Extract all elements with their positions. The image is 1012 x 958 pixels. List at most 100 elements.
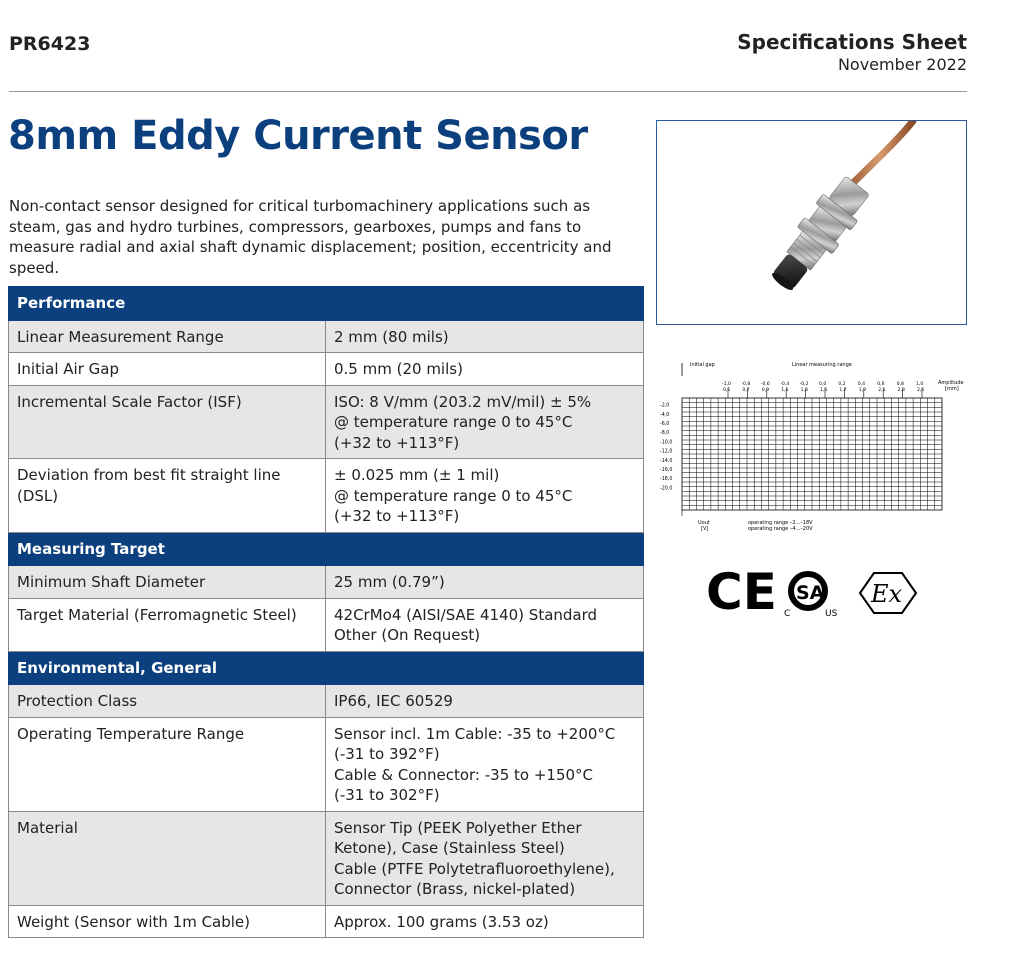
amplitude-tick-label: -0,2 [800, 381, 809, 387]
spec-label: Operating Temperature Range [8, 716, 326, 812]
spec-value-line: (-31 to 392°F) [334, 745, 440, 763]
table-row: Minimum Shaft Diameter 25 mm (0.79”) [8, 565, 644, 599]
spec-value: IP66, IEC 60529 [325, 684, 644, 718]
spec-label: Target Material (Ferromagnetic Steel) [8, 597, 326, 652]
uout-tick-label: -8,0 [660, 430, 669, 436]
spec-label: Initial Air Gap [8, 352, 326, 386]
table-row: Operating Temperature Range Sensor incl.… [8, 716, 644, 812]
spec-label: Deviation from best fit straight line (D… [8, 458, 326, 533]
amplitude-tick-label: 0,4 [858, 381, 865, 387]
spec-label: Minimum Shaft Diameter [8, 565, 326, 599]
product-photo [656, 117, 967, 325]
document-header: Specifications Sheet November 2022 [737, 30, 967, 74]
spec-value: ± 0.025 mm (± 1 mil) @ temperature range… [325, 458, 644, 533]
spec-label: Material [8, 810, 326, 906]
amplitude-tick-label: 0,8 [897, 381, 904, 387]
amplitude-tick-label: 0,6 [877, 381, 884, 387]
spec-value-line: Sensor Tip (PEEK Polyether Ether [334, 818, 582, 837]
amplitude-tick-label: -0,4 [780, 381, 789, 387]
spec-value-line: 2 mm (80 mils) [334, 327, 449, 346]
spec-value: 42CrMo4 (AISI/SAE 4140) Standard Other (… [325, 597, 644, 652]
sensor-image [772, 117, 917, 291]
uout-tick-label: -2,0 [660, 403, 669, 409]
spec-value: ISO: 8 V/mm (203.2 mV/mil) ± 5% @ temper… [325, 384, 644, 459]
spec-label: Protection Class [8, 684, 326, 718]
amplitude-tick-label: 0,2 [838, 381, 845, 387]
uout-tick-label: -20,0 [660, 485, 672, 491]
section-header-performance: Performance [8, 286, 644, 321]
spec-value-line: 42CrMo4 (AISI/SAE 4140) Standard [334, 605, 598, 624]
spec-value: Sensor Tip (PEEK Polyether Ether Ketone)… [325, 810, 644, 906]
spec-value-line: Connector (Brass, nickel-plated) [334, 880, 576, 898]
amplitude-tick-label: -1,0 [722, 381, 731, 387]
amplitude-tick-label: -0,8 [741, 381, 750, 387]
table-row: Deviation from best fit straight line (D… [8, 458, 644, 533]
uout-label: Uout [698, 520, 710, 526]
certification-logos: CE SA C US Ex [706, 565, 918, 621]
uout-tick-label: -10,0 [660, 439, 672, 445]
ce-mark-icon: CE [706, 565, 777, 621]
header-divider [9, 91, 967, 92]
spec-value-line: (+32 to +113°F) [334, 433, 460, 452]
spec-label: Linear Measurement Range [8, 319, 326, 353]
spec-value: Sensor incl. 1m Cable: -35 to +200°C (-3… [325, 716, 644, 812]
table-row: Incremental Scale Factor (ISF) ISO: 8 V/… [8, 384, 644, 459]
spec-label: Incremental Scale Factor (ISF) [8, 384, 326, 459]
product-description: Non-contact sensor designed for critical… [9, 197, 612, 277]
gap-tick-label: 1,9 [859, 387, 866, 393]
gap-tick-label: 1,1 [781, 387, 788, 393]
spec-value: 2 mm (80 mils) [325, 319, 644, 353]
spec-value: 25 mm (0.79”) [325, 565, 644, 599]
spec-value-line: ± 0.025 mm (± 1 mil) [334, 466, 500, 484]
spec-label: Weight (Sensor with 1m Cable) [8, 904, 326, 938]
document-type: Specifications Sheet [737, 30, 967, 54]
uout-tick-label: -6,0 [660, 421, 669, 427]
spec-value-line: 25 mm (0.79”) [334, 573, 445, 591]
spec-value-line: ISO: 8 V/mm (203.2 mV/mil) ± 5% [334, 392, 592, 411]
spec-value-line: Cable & Connector: -35 to +150°C [334, 765, 594, 784]
spec-value-line: IP66, IEC 60529 [334, 692, 453, 710]
svg-text:SA: SA [796, 582, 825, 604]
linear-range-label: Linear measuring range [792, 362, 852, 368]
spec-value-line: Approx. 100 grams (3.53 oz) [334, 912, 549, 931]
characteristic-diagram: Initial gap Linear measuring range Ampli… [660, 362, 964, 532]
table-row: Protection Class IP66, IEC 60529 [8, 684, 644, 718]
table-row: Material Sensor Tip (PEEK Polyether Ethe… [8, 810, 644, 906]
uout-tick-label: -14,0 [660, 458, 672, 464]
uout-tick-label: -18,0 [660, 476, 672, 482]
page-title: 8mm Eddy Current Sensor [8, 113, 588, 159]
gap-tick-label: 2,5 [917, 387, 924, 393]
gap-tick-label: 1,7 [839, 387, 846, 393]
spec-value-line: Cable (PTFE Polytetrafluoroethylene), [334, 859, 615, 878]
table-row: Linear Measurement Range 2 mm (80 mils) [8, 319, 644, 353]
spec-value-line: (-31 to 302°F) [334, 786, 440, 804]
ex-mark-icon: Ex [858, 572, 918, 614]
csa-mark-icon: SA C US [784, 571, 838, 619]
uout-tick-label: -16,0 [660, 467, 672, 473]
gap-tick-label: 0,7 [742, 387, 749, 393]
initial-gap-label: Initial gap [690, 362, 715, 368]
spec-value-line: Other (On Request) [334, 626, 481, 644]
uout-unit: [V] [701, 526, 708, 532]
spec-value-line: 0.5 mm (20 mils) [334, 360, 463, 378]
uout-tick-label: -4,0 [660, 412, 669, 418]
amplitude-label: Amplitude [938, 380, 964, 386]
spec-value-line: Sensor incl. 1m Cable: -35 to +200°C [334, 724, 616, 743]
table-row: Initial Air Gap 0.5 mm (20 mils) [8, 352, 644, 386]
spec-value: 0.5 mm (20 mils) [325, 352, 644, 386]
amplitude-tick-label: -0,6 [761, 381, 770, 387]
document-date: November 2022 [837, 55, 967, 74]
operating-range-2: operating range –4...–20V [748, 526, 813, 532]
table-row: Target Material (Ferromagnetic Steel) 42… [8, 597, 644, 652]
product-code: PR6423 [9, 33, 91, 55]
gap-tick-label: 0,9 [762, 387, 769, 393]
gap-tick-label: 1,5 [820, 387, 827, 393]
specifications-table: Performance Linear Measurement Range 2 m… [8, 286, 644, 938]
amplitude-unit: [mm] [945, 386, 959, 392]
section-header-measuring-target: Measuring Target [8, 531, 644, 566]
spec-value-line: (+32 to +113°F) [334, 507, 460, 525]
amplitude-tick-label: 1,0 [916, 381, 923, 387]
svg-text:Ex: Ex [870, 580, 903, 608]
svg-text:C: C [784, 609, 790, 619]
gap-tick-label: 1,3 [801, 387, 808, 393]
